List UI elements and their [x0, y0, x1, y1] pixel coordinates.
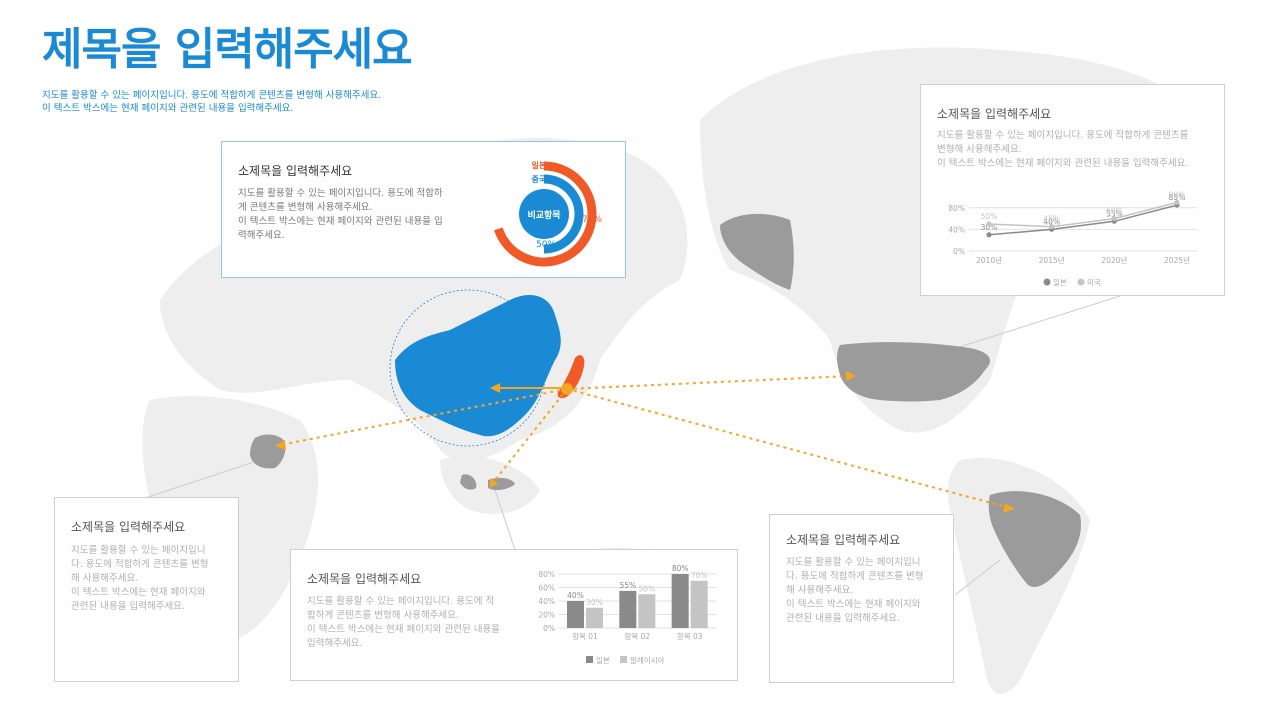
legend-marker: [586, 656, 593, 663]
china-shape: [395, 295, 561, 437]
panel-malaysia: 소제목을 입력해주세요 지도를 활용할 수 있는 페이지입니다. 용도에 적 합…: [290, 549, 738, 681]
legend-label: 일본: [1053, 278, 1067, 287]
legend-label: 미국: [1087, 278, 1101, 287]
donut-ring-japan: [494, 161, 597, 267]
panel-title: 소제목을 입력해주세요: [71, 520, 186, 534]
line-data-label: 90%: [1169, 190, 1186, 199]
line-point: [1049, 224, 1055, 230]
y-tick-label: 0%: [543, 624, 555, 633]
panel-title: 소제목을 입력해주세요: [786, 533, 901, 547]
line-point: [1174, 199, 1180, 205]
donut-chart: 비교항목 일본 중국 70% 50%: [494, 160, 602, 267]
line-data-label: 45%: [1043, 215, 1060, 224]
panel-title: 소제목을 입력해주세요: [937, 107, 1052, 121]
line-series-1: [988, 201, 1178, 228]
arrowhead-china: [490, 383, 500, 393]
arrowhead-sudan: [275, 440, 286, 450]
panel-brazil: 소제목을 입력해주세요 지도를 활용할 수 있는 페이지입니 다. 용도에 적합…: [769, 514, 954, 683]
bar: [690, 580, 708, 628]
line-data-label: 40%: [1043, 217, 1060, 226]
line-point: [986, 232, 992, 238]
arrow-japan-malaysia: [491, 388, 568, 485]
bar-data-label: 30%: [586, 598, 603, 607]
china-focus-circle: [389, 289, 547, 447]
malaysia-shape: [460, 474, 515, 491]
x-tick-label: 2025년: [1164, 255, 1190, 265]
bar: [586, 607, 603, 628]
alaska-shape: [720, 213, 794, 290]
arrowhead-usa: [846, 371, 856, 381]
line-chart: 80% 40% 0% 2010년 2015년 2020년 2025년 30% 40% 55% 85%…: [948, 190, 1197, 287]
bar-data-label: 55%: [619, 581, 636, 590]
panel-body: 지도를 활용할 수 있는 페이지입니 다. 용도에 적합하게 콘텐츠를 변형 해…: [71, 545, 209, 612]
leader-lines: [144, 295, 1121, 596]
panel-usa: 소제목을 입력해주세요 지도를 활용할 수 있는 페이지입니다. 용도에 적합하…: [920, 84, 1225, 296]
line-data-label: 85%: [1169, 193, 1186, 202]
panel-body: 지도를 활용할 수 있는 페이지입니다. 용도에 적합하 게 콘텐츠를 변형해 …: [238, 188, 443, 241]
x-tick-label: 2020년: [1101, 255, 1127, 265]
panel-body: 지도를 활용할 수 있는 페이지입니다. 용도에 적 합하게 콘텐츠를 변형해 …: [307, 596, 500, 649]
y-tick-label: 60%: [538, 584, 555, 593]
usa-shape: [837, 342, 990, 402]
donut-ring-china: [543, 174, 584, 254]
bar-data-label: 50%: [638, 584, 655, 593]
donut-center-label: 비교항목: [527, 209, 560, 221]
x-tick-label: 2015년: [1039, 255, 1065, 265]
donut-center: [519, 189, 569, 239]
connection-arrows: [279, 375, 1011, 509]
line-series-0: [988, 204, 1178, 236]
donut-value-japan: 70%: [582, 215, 602, 225]
bar: [567, 601, 584, 628]
legend-label: 말레이시아: [630, 655, 665, 665]
donut-value-china: 50%: [536, 240, 556, 250]
y-tick-label: 40%: [948, 225, 965, 234]
brazil-shape: [988, 491, 1081, 587]
origin-marker-japan: [561, 383, 573, 395]
x-tick-label: 항목 03: [677, 632, 703, 641]
donut-legend-japan: 일본: [532, 160, 547, 170]
arrow-heads: [275, 371, 1015, 513]
line-data-label: 30%: [981, 223, 998, 232]
y-tick-label: 40%: [538, 597, 555, 606]
legend-marker: [620, 656, 627, 663]
legend-label: 일본: [596, 656, 610, 665]
line-data-label: 50%: [981, 212, 998, 221]
bar: [619, 590, 637, 628]
line-data-label: 55%: [1106, 209, 1123, 218]
line-data-label: 60%: [1106, 207, 1123, 216]
page-title: 제목을 입력해주세요: [42, 24, 413, 75]
x-tick-label: 항목 01: [572, 632, 598, 641]
y-tick-label: 80%: [948, 204, 965, 213]
y-tick-label: 80%: [538, 570, 555, 579]
panel-china-japan: 소제목을 입력해주세요 지도를 활용할 수 있는 페이지입니다. 용도에 적합하…: [221, 141, 626, 278]
legend-marker: [1043, 278, 1051, 286]
bar: [671, 574, 689, 628]
subtitle-line-1: 지도를 활용할 수 있는 페이지입니다. 용도에 적합하게 콘텐츠를 변형해 사…: [42, 90, 382, 101]
arrow-japan-usa: [566, 375, 851, 390]
line-point: [1111, 216, 1117, 222]
y-tick-label: 20%: [538, 611, 555, 620]
bar: [638, 594, 656, 628]
x-tick-label: 2010년: [976, 255, 1002, 265]
arrowhead-brazil: [1003, 503, 1015, 513]
bar-data-label: 70%: [691, 571, 708, 580]
bar-data-label: 80%: [672, 564, 689, 573]
legend-marker: [1077, 278, 1085, 286]
subtitle-line-2: 이 텍스트 박스에는 현재 페이지와 관련된 내용을 입력해주세요.: [42, 103, 294, 114]
panel-title: 소제목을 입력해주세요: [307, 572, 422, 586]
line-point: [986, 221, 992, 227]
panel-title: 소제목을 입력해주세요: [238, 164, 353, 178]
x-tick-label: 항목 02: [624, 632, 650, 641]
arrowhead-malaysia: [489, 478, 498, 488]
page-subtitle: 지도를 활용할 수 있는 페이지입니다. 용도에 적합하게 콘텐츠를 변형해 사…: [42, 89, 462, 115]
panel-body: 지도를 활용할 수 있는 페이지입니 다. 용도에 적합하게 콘텐츠를 변형 해…: [786, 557, 924, 624]
sudan-shape: [250, 434, 286, 469]
panel-sudan: 소제목을 입력해주세요 지도를 활용할 수 있는 페이지입니 다. 용도에 적합…: [54, 497, 239, 682]
y-tick-label: 0%: [953, 247, 965, 256]
panel-body: 지도를 활용할 수 있는 페이지입니다. 용도에 적합하게 콘텐츠를 변형해 사…: [937, 130, 1189, 169]
bar-data-label: 40%: [567, 591, 584, 600]
donut-legend-china: 중국: [532, 175, 547, 184]
